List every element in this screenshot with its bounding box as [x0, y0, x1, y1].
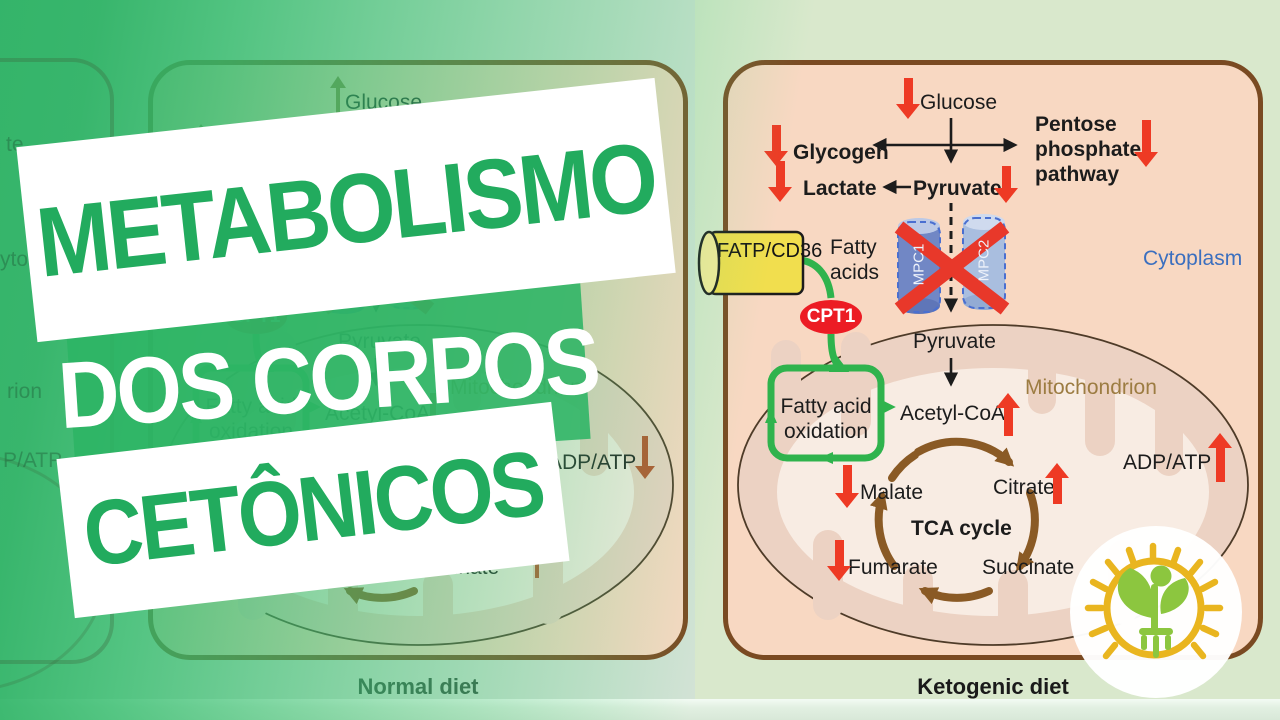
title-line-3: CETÔNICOS — [78, 432, 548, 587]
cytoplasm-label: Cytoplasm — [1143, 247, 1243, 270]
fatp-cd36-label: FATP/CD36 — [717, 240, 823, 262]
fatty-acid-oxidation-label: Fatty acid oxidation — [780, 395, 872, 444]
channel-logo — [1070, 526, 1242, 698]
mpc1-label: MPC1 — [910, 243, 928, 286]
title-line-1: METABOLISMO — [31, 120, 661, 299]
fatty-acids-label: Fatty acids — [830, 236, 880, 285]
adp-atp-label: ADP/ATP — [548, 451, 637, 474]
glycogen-label: Glycogen — [793, 141, 889, 164]
fumarate-decrease-arrow — [827, 540, 851, 581]
malate-label: Malate — [860, 481, 924, 504]
succinate-label: Succinate — [982, 556, 1075, 579]
tca-cycle-label: TCA cycle — [911, 517, 1012, 540]
glycogen-decrease-arrow — [764, 125, 788, 166]
glucose-increase-arrow — [330, 76, 346, 114]
acetyl-coa-label: Acetyl-CoA — [900, 402, 1006, 425]
glucose-decrease-arrow — [896, 78, 920, 119]
lactate-decrease-arrow — [768, 161, 792, 202]
pyruvate-cyto-label: Pyruvate — [913, 177, 1002, 200]
mpc2-label: MPC2 — [975, 239, 993, 282]
adp-atp-label: ADP/ATP — [1123, 451, 1212, 474]
lactate-label: Lactate — [803, 177, 877, 200]
fumarate-label: Fumarate — [848, 556, 938, 579]
ghost-text: P/ATP — [3, 449, 63, 472]
pyruvate-decrease-arrow — [994, 166, 1018, 203]
glucose-label: Glucose — [920, 91, 998, 114]
pyruvate-mito-label: Pyruvate — [913, 330, 996, 353]
malate-decrease-arrow — [835, 465, 859, 508]
ghost-text: rion — [7, 380, 43, 403]
citrate-increase-arrow — [1045, 463, 1069, 504]
acetyl-coa-increase-arrow — [996, 393, 1020, 436]
bottom-strip — [0, 699, 1280, 720]
adp-atp-increase-arrow — [1208, 433, 1232, 482]
mitochondrion-label: Mitochondrion — [1025, 376, 1157, 399]
caption-normal-diet: Normal diet — [357, 674, 479, 699]
adp-atp-decrease-arrow — [635, 436, 655, 479]
cpt1-label: CPT1 — [806, 306, 856, 327]
pentose-decrease-arrow — [1134, 120, 1158, 167]
